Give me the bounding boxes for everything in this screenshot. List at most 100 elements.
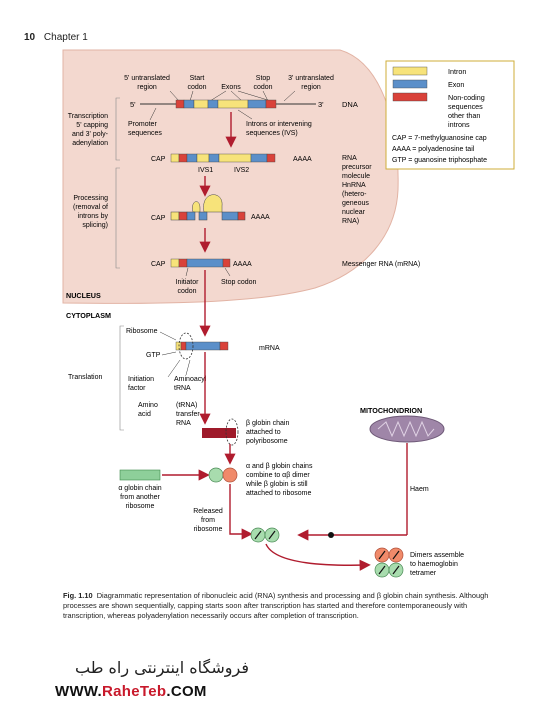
label-aminoacyl-1: Aminoacyl [174,376,207,383]
label-processing-4: splicing) [82,222,108,229]
label-trna-2: transfer [176,411,200,418]
haem-dot [328,532,334,538]
label-rna-3: molecule [342,173,370,180]
label-alpha-chain-1: α globin chain [118,485,161,492]
label-rna-6: geneous [342,200,369,207]
haemoglobin-tetramer [374,547,404,578]
label-initiation-factor-2: factor [128,385,146,392]
label-processing-1: Processing [73,195,108,202]
label-beta-chain-1: β globin chain [246,420,289,427]
label-promoter-1: Promoter [128,121,157,128]
legend-gtp: GTP = guanosine triphosphate [392,157,487,164]
label-transcription-4: adenylation [72,140,108,147]
label-trna-1: (tRNA) [176,402,197,409]
legend-intron: Intron [448,67,466,76]
label-ivs1: IVS1 [198,167,213,174]
watermark-url-prefix: WWW. [55,683,103,700]
label-beta-chain-3: polyribosome [246,438,288,445]
mrna-cytoplasmic [175,341,229,351]
label-rna-7: nuclear [342,209,366,216]
figure-caption: Fig. 1.10 Diagrammatic representation of… [63,591,493,622]
label-rna-8: RNA) [342,218,359,225]
label-rna-5: (hetero- [342,191,367,198]
label-rna-1: RNA [342,155,357,162]
label-trna-3: RNA [176,420,191,427]
label-cap-2: CAP [151,215,166,222]
alpha-subunit [208,467,224,483]
splicing-loops [170,194,246,221]
free-dimer [250,527,280,543]
rna-precursor [170,153,276,163]
label-promoter-2: sequences [128,130,162,137]
label-combine-2: combine to αβ dimer [246,472,310,479]
label-ivs2: IVS2 [234,167,249,174]
mitochondrion-graphic [369,415,445,443]
legend-noncoding-1: Non-coding [448,93,485,102]
label-aaaa-2: AAAA [251,214,270,221]
label-dimers-3: tetramer [410,570,437,577]
chapter-title: Chapter 1 [43,32,88,43]
label-stop-codon: Stop codon [221,279,257,286]
label-introns-ivs-2: sequences (IVS) [246,130,298,137]
label-cytoplasm: CYTOPLASM [66,311,111,320]
beta-subunit [222,467,238,483]
label-transcription-1: Transcription [68,113,108,120]
label-dimers-1: Dimers assemble [410,552,464,559]
label-aminoacyl-2: tRNA [174,385,191,392]
watermark-url: WWW.RaheTeb.COM [55,683,207,700]
label-start-codon-1: Start [190,75,205,82]
label-introns-ivs-1: Introns or intervening [246,121,312,128]
label-aaaa-3: AAAA [233,261,252,268]
watermark-brand: RaheTeb [102,683,167,700]
label-initiator-1: Initiator [176,279,200,286]
label-gtp: GTP [146,352,161,359]
label-nucleus: NUCLEUS [66,291,101,300]
label-aaaa-1: AAAA [293,156,312,163]
legend-noncoding-2: sequences [448,102,483,111]
label-initiator-2: codon [177,288,196,295]
page-number: 10 [24,32,36,43]
legend-cap: CAP = 7-methylguanosine cap [392,135,487,142]
legend-noncoding-4: introns [448,120,470,129]
label-dimers-2: to haemoglobin [410,561,458,568]
label-combine-4: attached to ribosome [246,490,311,497]
label-5utr-1: 5' untranslated [124,75,170,82]
label-initiation-factor-1: Initiation [128,376,154,383]
label-3utr-1: 3' untranslated [288,75,334,82]
label-transcription-2: 5' capping [76,122,108,129]
dna-strand [175,99,277,109]
page-header: 10 Chapter 1 [24,32,88,43]
nucleus-region [62,49,399,304]
label-rna-2: precursor [342,164,372,171]
label-stop-codon-top-2: codon [253,84,272,91]
label-released-1: Released [193,508,223,515]
label-transcription-3: and 3' poly- [72,131,109,138]
legend-noncoding-3: other than [448,111,480,120]
label-dna: DNA [342,100,358,109]
label-amino-acid-1: Amino [138,402,158,409]
label-mrna: mRNA [259,345,280,352]
label-alpha-chain-2: from another [120,494,160,501]
label-alpha-chain-3: ribosome [126,503,155,510]
label-processing-2: (removal of [73,204,108,211]
dna-5prime: 5' [130,100,136,109]
label-mitochondrion: MITOCHONDRION [360,406,422,415]
label-combine-1: α and β globin chains [246,463,313,470]
label-3utr-2: region [301,84,321,91]
label-combine-3: while β globin is still [245,481,308,488]
label-amino-acid-2: acid [138,411,151,418]
label-processing-3: introns by [78,213,109,220]
alpha-chain-block [119,469,161,481]
caption-fig-number: Fig. 1.10 [63,591,93,600]
label-stop-codon-top-1: Stop [256,75,271,82]
label-5utr-2: region [137,84,157,91]
label-ribosome: Ribosome [126,328,158,335]
caption-text: Diagrammatic representation of ribonucle… [63,591,489,621]
label-haem: Haem [410,486,429,493]
mrna-nuclear [170,258,231,268]
label-released-3: ribosome [194,526,223,533]
legend: Intron Exon Non-coding sequences other t… [385,60,515,170]
legend-aaaa: AAAA = polyadenosine tail [392,146,475,153]
beta-chain-block [202,428,236,438]
watermark-persian: فروشگاه اینترنتی راه طب [75,658,249,677]
